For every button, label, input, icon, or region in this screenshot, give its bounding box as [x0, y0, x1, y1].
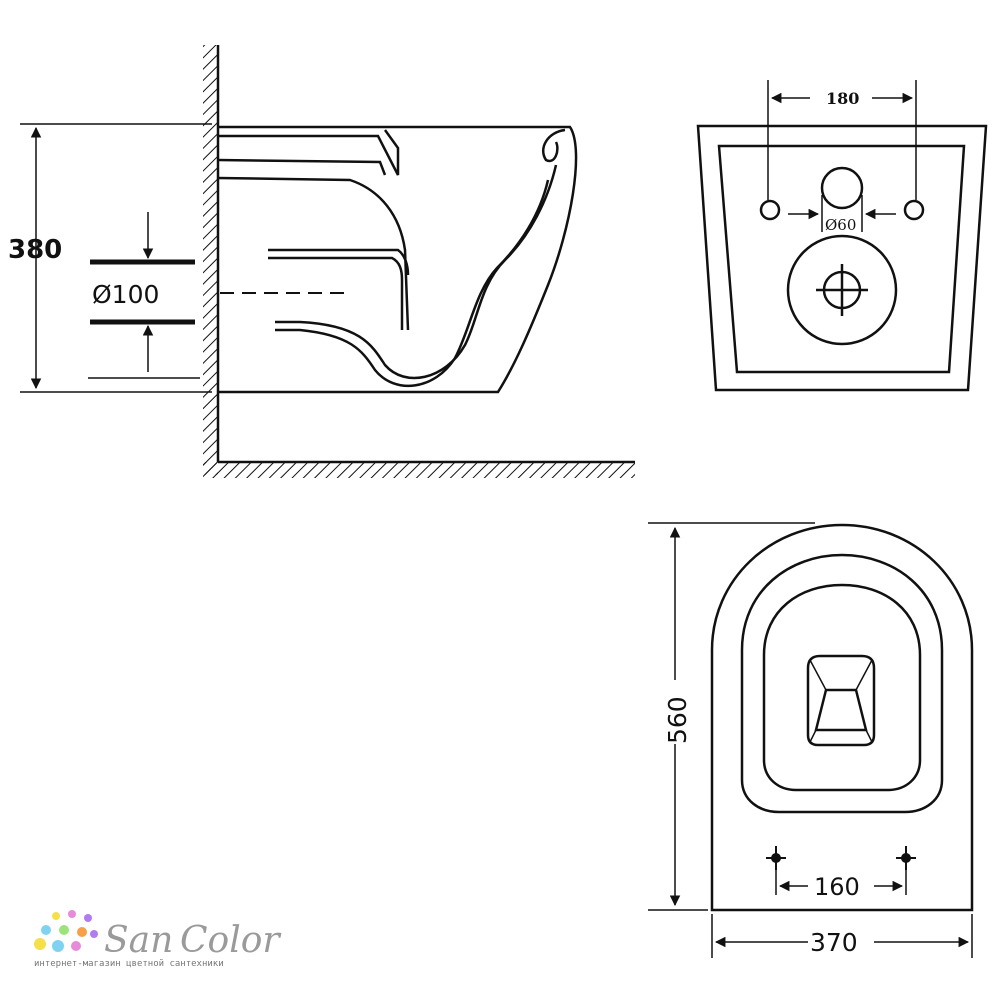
drain-corner-4 [865, 729, 873, 743]
logo-dot [68, 910, 76, 918]
top-rim-outline [740, 553, 944, 814]
logo-dot [52, 912, 60, 920]
hole-spacing-label: 180 [826, 89, 859, 108]
bowl-inner-surface [217, 176, 410, 331]
logo-dot [84, 914, 92, 922]
bolt-right [896, 846, 916, 870]
pipe-diameter-label: Ø100 [92, 280, 159, 309]
top-bowl-opening [762, 583, 922, 792]
drain-corner-2 [855, 659, 873, 691]
logo-tagline: интернет-магазин цветной сантехники [34, 959, 224, 969]
logo-dot [77, 927, 87, 937]
logo-dot [52, 940, 64, 952]
rear-outer-outline [696, 124, 988, 392]
top-view [648, 522, 974, 958]
mount-hole-left [759, 199, 781, 221]
flush-channel [268, 248, 410, 276]
rear-inner-outline [717, 144, 966, 374]
bowl-trap-outer [275, 179, 550, 388]
logo-dots-icon [34, 910, 98, 952]
bolt-spacing-label: 160 [814, 873, 860, 901]
bowl-rim [218, 129, 400, 176]
mount-hole-right [903, 199, 925, 221]
inlet-diameter-label: Ø60 [825, 216, 856, 234]
logo-dot [59, 925, 69, 935]
logo-dot [71, 941, 81, 951]
wall-hatch [203, 45, 218, 475]
rear-view [696, 80, 988, 392]
logo-dot [41, 925, 51, 935]
height-label: 380 [8, 235, 62, 265]
logo-brand-part2: Color [180, 920, 281, 961]
outlet-circle [786, 234, 898, 346]
logo: San Color интернет-магазин цветной санте… [34, 910, 281, 969]
drain-inner [814, 688, 868, 732]
bowl-outer-outline [218, 125, 578, 394]
drain-corner-1 [809, 659, 827, 691]
flush-channel-lower [268, 256, 404, 330]
side-view [20, 45, 635, 478]
floor-hatch [203, 462, 635, 478]
logo-dot [90, 930, 98, 938]
inlet-circle [820, 166, 864, 210]
bowl-front-rim [541, 128, 566, 163]
bolt-left [766, 846, 786, 870]
width-label: 370 [810, 928, 858, 957]
bowl-rim-inner [217, 158, 387, 176]
drain-outer [806, 654, 876, 747]
bowl-inner-front [275, 164, 558, 380]
logo-brand-part1: San [104, 920, 173, 961]
logo-dot [34, 938, 46, 950]
length-label: 560 [663, 696, 692, 744]
top-outer-outline [710, 523, 974, 912]
drain-corner-3 [809, 729, 817, 743]
